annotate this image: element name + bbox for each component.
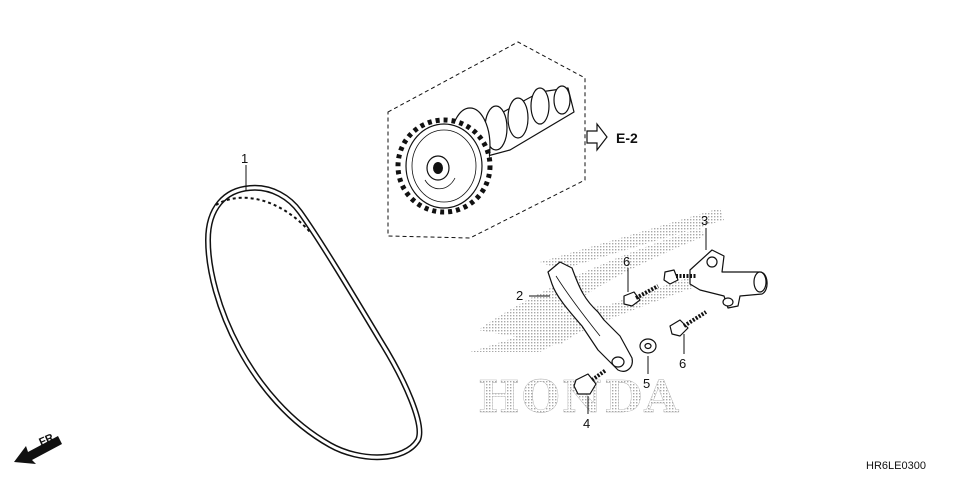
reference-label: E-2 [616,130,638,146]
bolt-part-tensioner [663,269,696,285]
washer-part [639,338,657,354]
reference-e2[interactable]: E-2 [586,122,638,152]
bold-down-left-arrow-icon [14,436,62,464]
callout-2: 2 [516,288,523,303]
callout-3: 3 [701,213,708,228]
front-direction-marker: FR. [14,431,62,464]
callout-6-upper: 6 [623,254,630,269]
callout-5: 5 [643,376,650,391]
diagram-code: HR6LE0300 [866,460,926,472]
leader-lines [245,165,707,414]
outline-right-arrow-icon [586,122,608,152]
pivot-bolt-part [573,368,608,395]
callout-1: 1 [241,151,248,166]
tensioner-lifter-part [689,249,768,309]
callout-4: 4 [583,416,590,431]
camshaft-assembly-box [387,41,586,239]
bolt-part-lower [669,310,708,337]
cam-chain-part [204,184,423,461]
callout-6-lower: 6 [679,356,686,371]
camshaft-sprocket-part [395,85,575,215]
tensioner-arm-part [547,261,633,372]
bolt-part-upper [623,284,659,307]
